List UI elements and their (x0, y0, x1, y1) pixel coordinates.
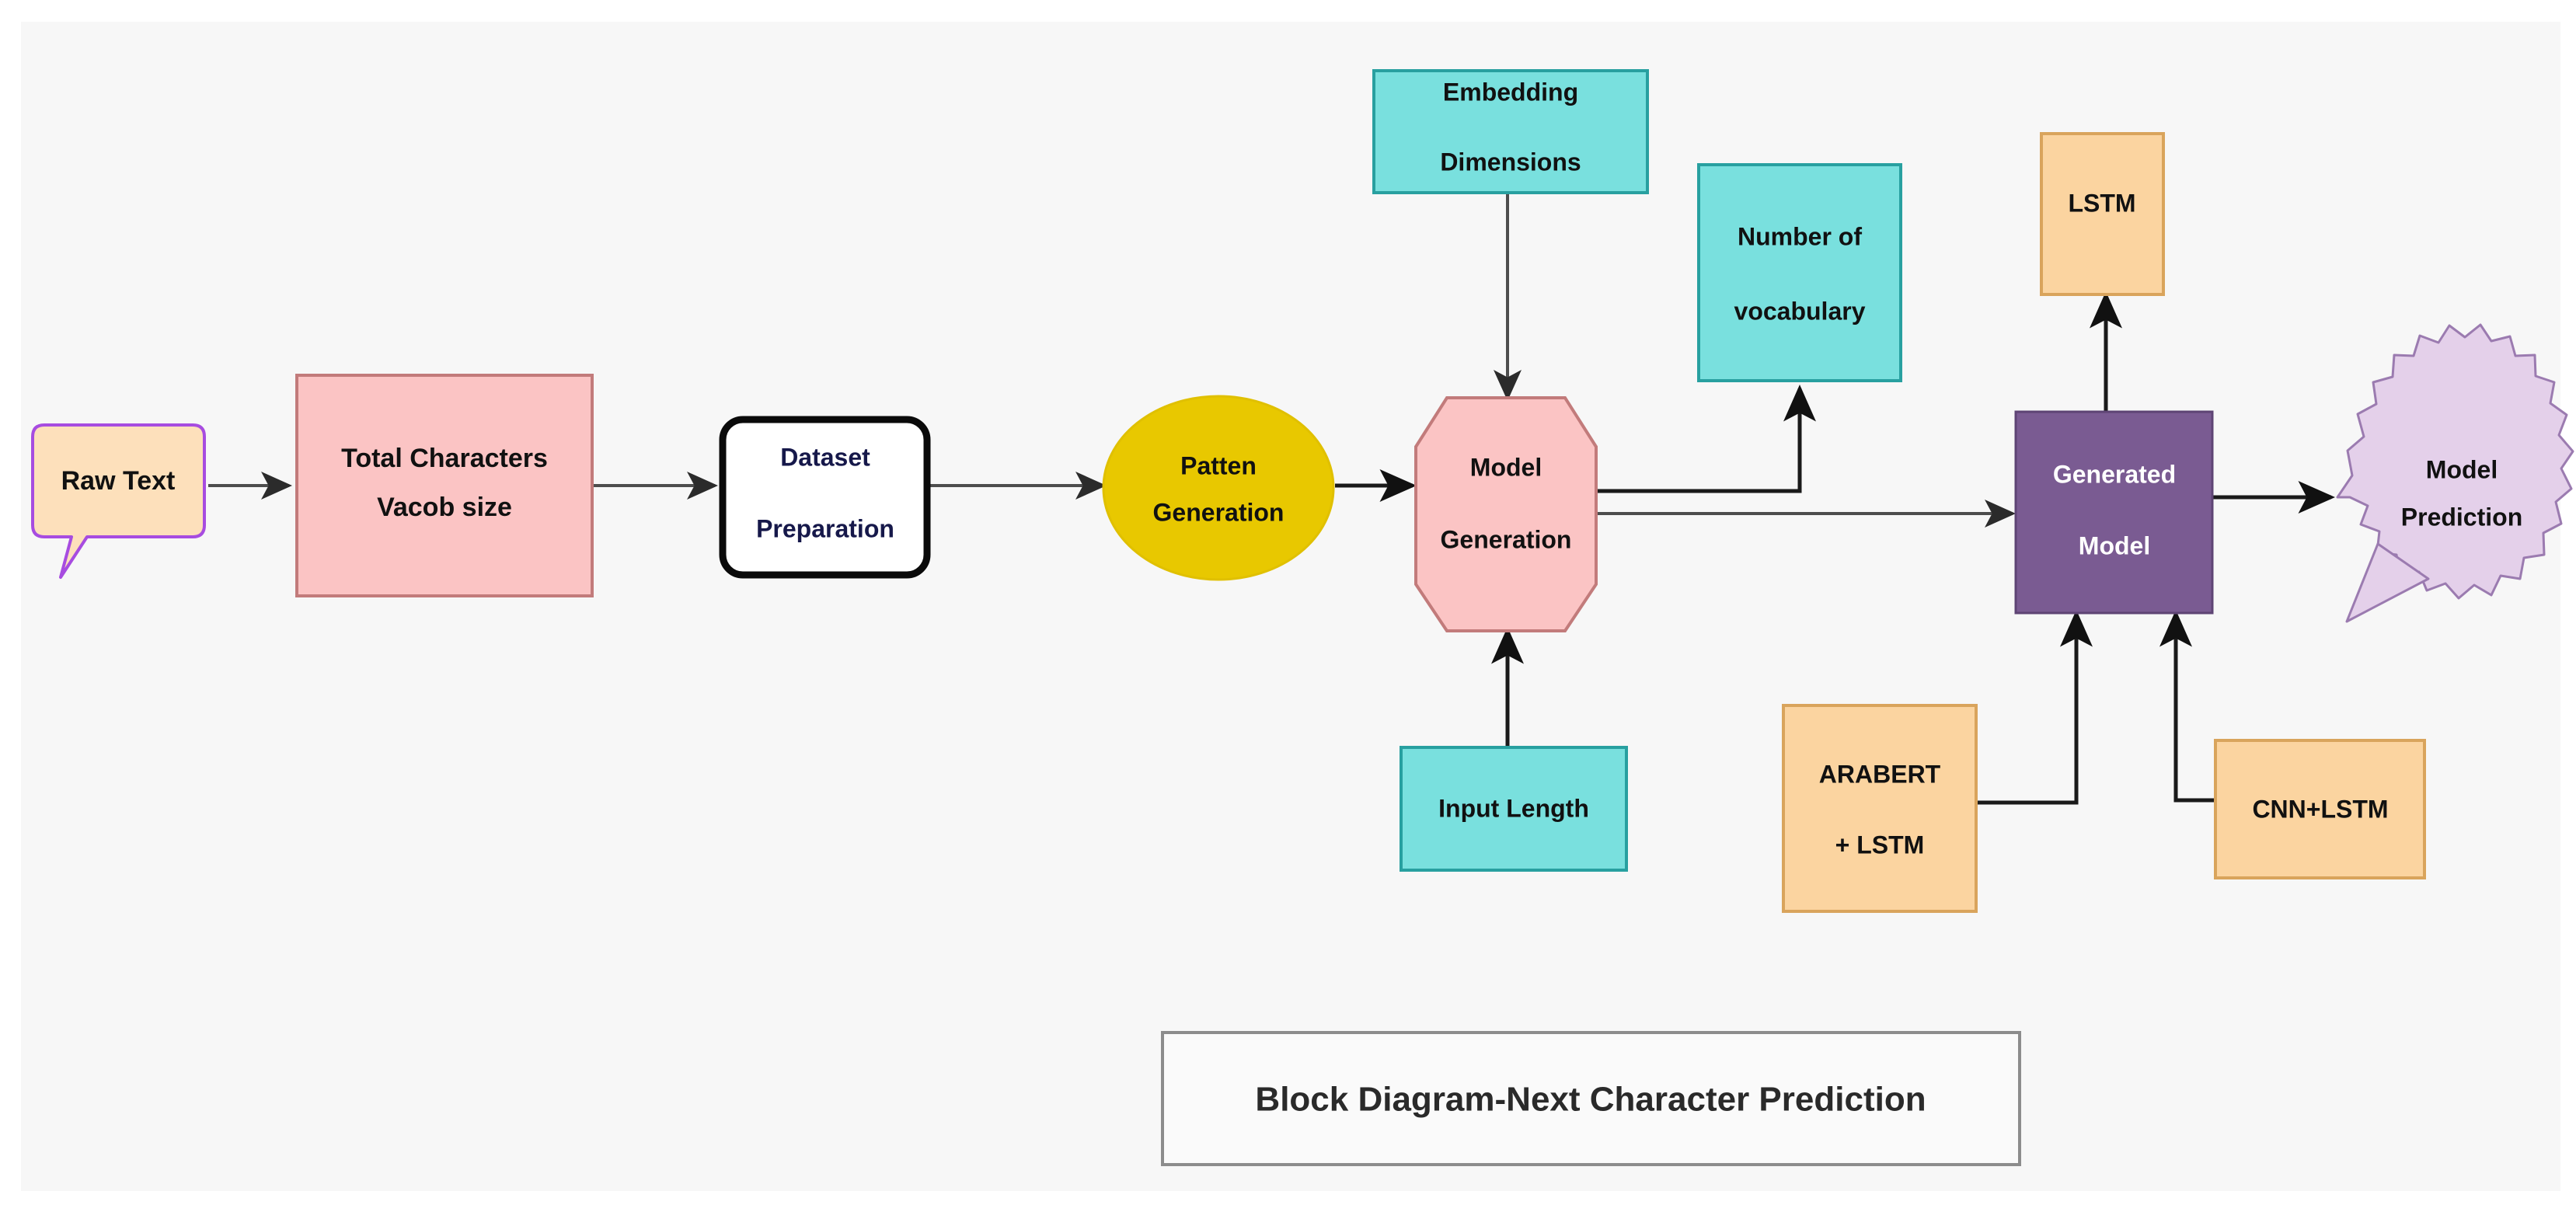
arabert-lstm-label-line1: ARABERT (1819, 760, 1941, 788)
dataset-preparation-label-line2: Preparation (756, 514, 894, 542)
cnn-lstm-box (2214, 739, 2426, 879)
raw-text-bubble-shape (31, 423, 206, 579)
input-length-box (1400, 746, 1628, 872)
edge-cnnlstm-to-generatedmodel (2159, 610, 2218, 803)
arabert-lstm-box (1782, 704, 1978, 913)
cnn-lstm-label: CNN+LSTM (2252, 795, 2388, 823)
edge-arabert-to-generatedmodel (1974, 610, 2093, 805)
edge-layer (208, 193, 2335, 805)
diagram-title-box: Block Diagram-Next Character Prediction (1161, 1031, 2021, 1166)
node-input-length[interactable]: Input Length (1400, 746, 1628, 872)
node-generated-model[interactable]: Generated Model (2014, 410, 2214, 615)
raw-text-label: Raw Text (61, 466, 176, 496)
embedding-dimensions-box (1372, 69, 1649, 194)
node-embedding-dimensions[interactable]: Embedding Dimensions (1372, 69, 1649, 194)
node-model-generation[interactable]: Model Generation (1414, 396, 1598, 632)
dataset-preparation-label-line1: Dataset (780, 443, 870, 471)
lstm-label: LSTM (2068, 189, 2135, 217)
node-model-prediction[interactable]: Model Prediction (2336, 323, 2574, 623)
lstm-box (2040, 132, 2165, 296)
node-dataset-preparation[interactable]: Dataset Preparation (719, 416, 931, 579)
dataset-preparation-box (719, 416, 931, 579)
edge-modelgeneration-to-vocabulary (1596, 385, 1817, 493)
embedding-dimensions-label-line2: Dimensions (1440, 148, 1581, 176)
model-prediction-label-line1: Model (2426, 455, 2498, 483)
node-arabert-lstm[interactable]: ARABERT + LSTM (1782, 704, 1978, 913)
generated-model-box (2014, 410, 2214, 615)
input-length-label: Input Length (1438, 794, 1589, 822)
number-of-vocabulary-box (1697, 163, 1902, 382)
diagram-title-text: Block Diagram-Next Character Prediction (1255, 1081, 1926, 1119)
number-of-vocabulary-label-line2: vocabulary (1734, 297, 1866, 325)
model-prediction-tail (2345, 542, 2430, 623)
total-characters-box (295, 374, 594, 597)
model-prediction-label-line2: Prediction (2401, 503, 2522, 531)
embedding-dimensions-label-line1: Embedding (1443, 78, 1578, 106)
patten-generation-label-line2: Generation (1153, 498, 1285, 526)
node-number-of-vocabulary[interactable]: Number of vocabulary (1697, 163, 1902, 382)
model-generation-label-line2: Generation (1441, 525, 1572, 553)
node-cnn-lstm[interactable]: CNN+LSTM (2214, 739, 2426, 879)
number-of-vocabulary-label-line1: Number of (1738, 222, 1862, 250)
generated-model-label-line2: Model (2079, 531, 2150, 559)
arabert-lstm-label-line2: + LSTM (1835, 831, 1925, 858)
model-generation-label-line1: Model (1470, 453, 1542, 481)
generated-model-label-line1: Generated (2053, 460, 2176, 488)
total-characters-label-line2: Vacob size (377, 493, 512, 522)
model-generation-octagon (1414, 396, 1598, 632)
patten-generation-ellipse (1102, 395, 1335, 581)
node-patten-generation[interactable]: Patten Generation (1102, 395, 1335, 581)
node-raw-text[interactable]: Raw Text (31, 423, 206, 579)
title-box-border (1161, 1031, 2021, 1166)
node-total-characters[interactable]: Total Characters Vacob size (295, 374, 594, 597)
patten-generation-label-line1: Patten (1180, 451, 1257, 479)
total-characters-label-line1: Total Characters (341, 444, 548, 473)
node-lstm[interactable]: LSTM (2040, 132, 2165, 296)
